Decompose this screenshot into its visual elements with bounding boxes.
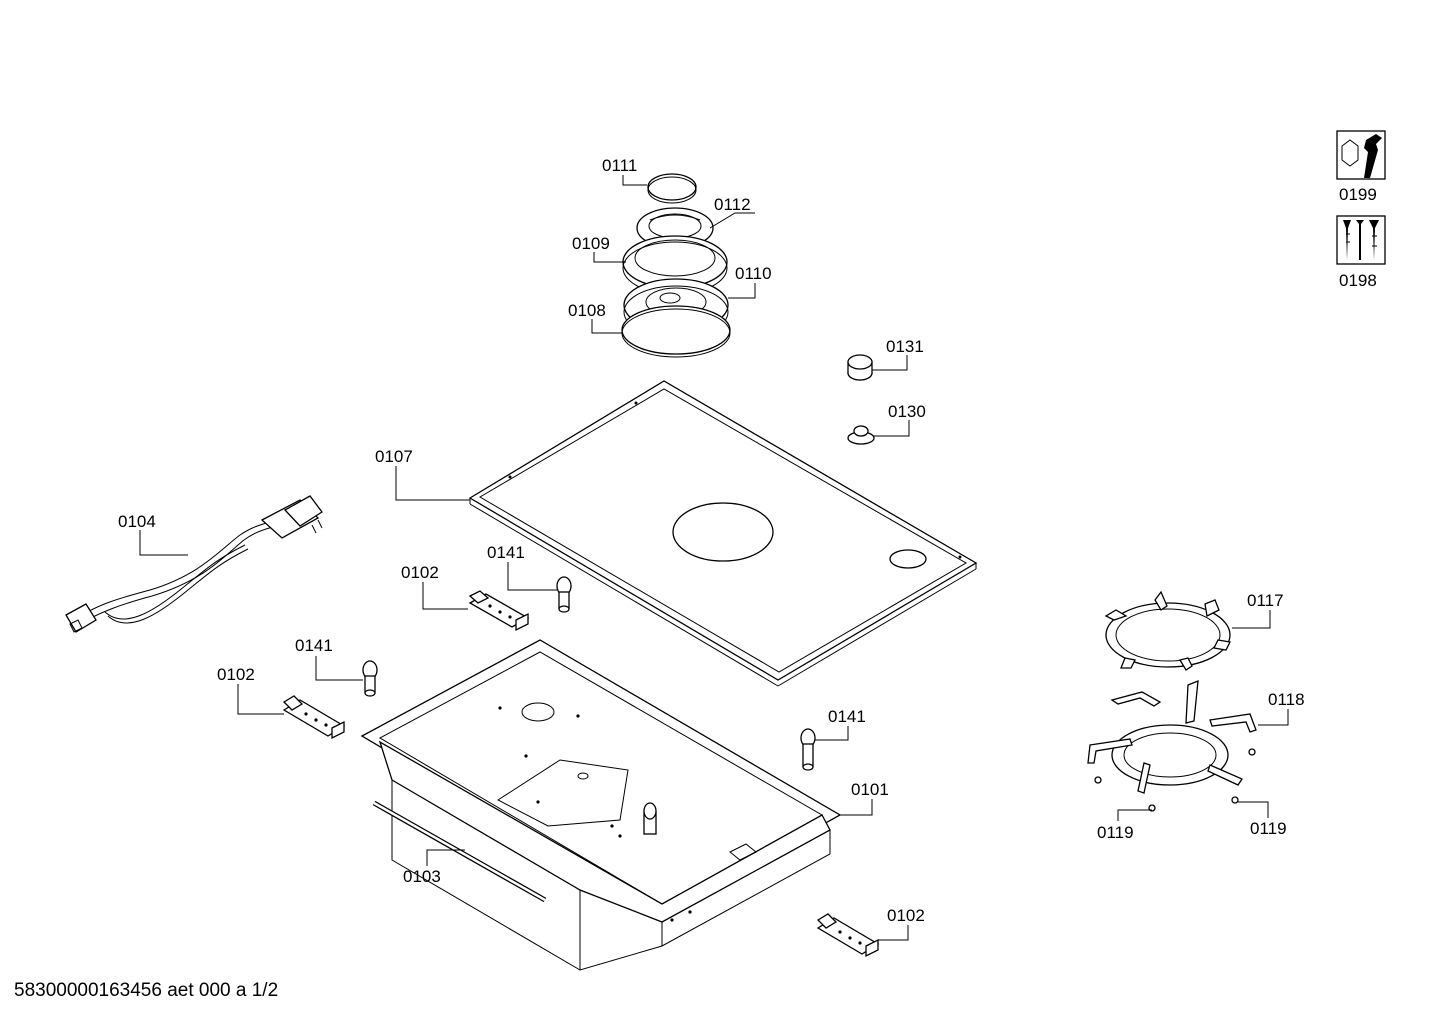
seal-strip-part[interactable] [372,800,547,903]
label-0108[interactable]: 0108 [568,301,606,320]
part-labels: 0111 0112 0109 0110 0108 0131 0130 0107 … [118,156,1377,925]
rubber-foot-part-2[interactable] [362,660,378,697]
leader-lines [139,175,1289,941]
mounting-bracket-part-1[interactable] [468,590,530,632]
screw-part-2[interactable] [1231,796,1239,804]
label-0102-b[interactable]: 0102 [217,665,255,684]
power-cord-part[interactable] [65,495,323,633]
label-0199[interactable]: 0199 [1339,185,1377,204]
label-0102-c[interactable]: 0102 [887,906,925,925]
mounting-bracket-part-3[interactable] [816,913,880,958]
label-0131[interactable]: 0131 [886,337,924,356]
label-0111[interactable]: 0111 [602,156,637,175]
label-0130[interactable]: 0130 [888,402,926,421]
control-knob-part[interactable] [847,354,873,381]
label-0110[interactable]: 0110 [735,264,772,283]
rubber-foot-part-3[interactable] [800,728,816,771]
mounting-bracket-part-2[interactable] [282,695,346,740]
label-0119-a[interactable]: 0119 [1097,823,1134,842]
label-0141-c[interactable]: 0141 [828,707,866,726]
label-0107[interactable]: 0107 [375,447,413,466]
burner-cap-part[interactable] [647,173,697,204]
label-0103[interactable]: 0103 [403,867,441,886]
pan-support-ring-part[interactable] [1104,590,1231,671]
burner-base-part[interactable] [621,278,731,358]
label-0117[interactable]: 0117 [1247,591,1284,610]
housing-tray-part[interactable] [360,639,842,971]
cooktop-plate-part[interactable] [468,380,978,687]
label-0118[interactable]: 0118 [1268,690,1305,709]
label-0198[interactable]: 0198 [1339,271,1377,290]
label-0112[interactable]: 0112 [714,195,751,214]
wrench-tool-icon[interactable] [1336,130,1386,180]
label-0102-a[interactable]: 0102 [401,563,439,582]
document-id: 58300000163456 aet 000 a 1/2 [14,980,279,1001]
pan-support-frame-part[interactable] [1087,679,1257,794]
label-0101[interactable]: 0101 [851,780,889,799]
label-0141-a[interactable]: 0141 [487,543,525,562]
label-0104[interactable]: 0104 [118,512,156,531]
label-0119-b[interactable]: 0119 [1250,819,1287,838]
knob-bezel-part[interactable] [847,425,875,445]
label-0141-b[interactable]: 0141 [295,636,333,655]
label-0109[interactable]: 0109 [572,234,610,253]
screws-set-icon[interactable] [1336,215,1386,265]
rubber-foot-part-1[interactable] [556,576,572,613]
